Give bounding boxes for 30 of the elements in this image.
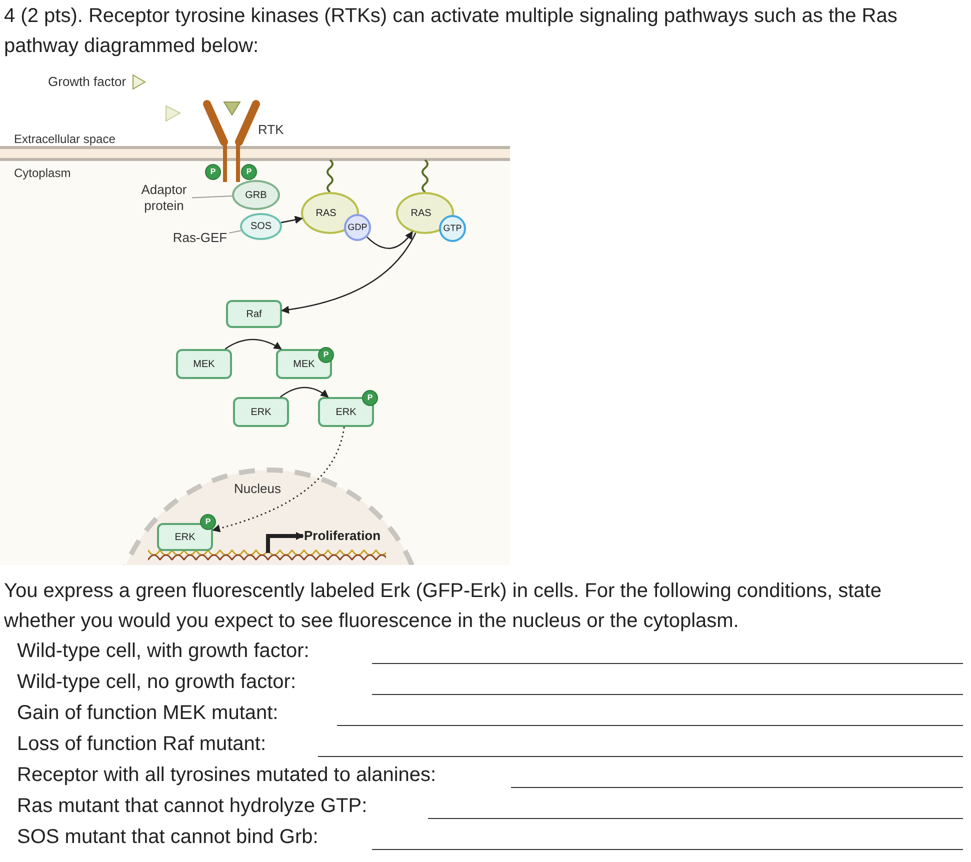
kinase-box: ERK — [157, 523, 213, 551]
question-text: Gain of function MEK mutant: — [17, 701, 278, 726]
region-label: Nucleus — [234, 480, 281, 498]
question-text: Receptor with all tyrosines mutated to alanines: — [17, 763, 436, 788]
arrow — [266, 532, 304, 553]
arrow — [281, 232, 416, 314]
question-text: Ras mutant that cannot hydrolyze GTP: — [17, 794, 368, 819]
question-text: Loss of function Raf mutant: — [17, 732, 266, 757]
arrow — [212, 426, 345, 532]
question-title: 4 (2 pts). Receptor tyrosine kinases (RTKs) can activate multiple signaling pathways such as the Ras pathway diagrammed below: — [4, 4, 898, 59]
leader-line — [192, 196, 233, 198]
kinase-box: MEK — [176, 349, 232, 379]
annotation-text: Ras-GEF — [171, 230, 229, 248]
question-text: Wild-type cell, no growth factor: — [17, 670, 296, 695]
process-label: Proliferation — [304, 527, 392, 545]
region-label: Cytoplasm — [14, 165, 71, 182]
question-text: Wild-type cell, with growth factor: — [17, 639, 310, 664]
annotation-text: Adaptor protein — [136, 182, 192, 216]
legend-text: Growth factor — [48, 73, 126, 91]
question-text: SOS mutant that cannot bind Grb: — [17, 825, 318, 850]
arrow — [224, 338, 282, 350]
kinase-box: Raf — [226, 300, 282, 328]
region-label: Extracellular space — [14, 131, 116, 148]
leader-line — [228, 230, 242, 234]
arrow — [366, 231, 413, 249]
kinase-box: ERK — [233, 397, 289, 427]
arrow — [280, 386, 329, 398]
protein-label: RTK — [258, 121, 284, 139]
arrow — [280, 216, 303, 224]
instruction-paragraph: You express a green fluorescently labeled Erk (GFP-Erk) in cells. For the following conditions, state whether you would you expect to see fluorescence in the nucleus or the cytoplasm. — [4, 579, 882, 634]
